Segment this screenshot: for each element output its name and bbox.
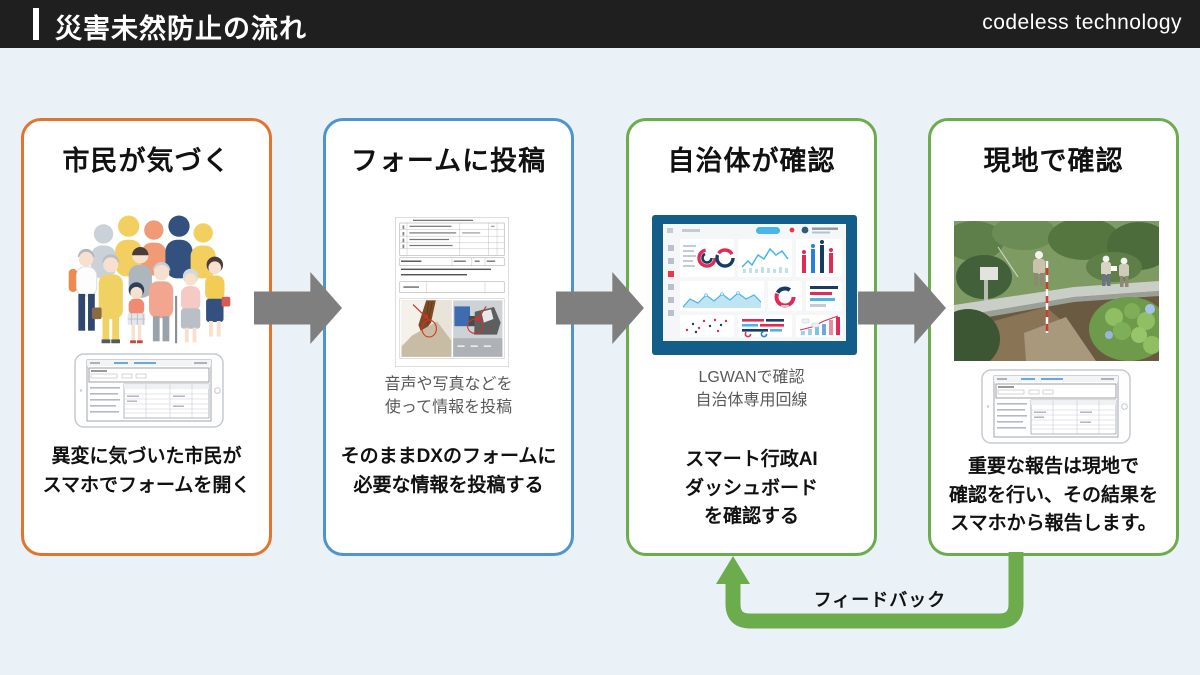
ai-dashboard-icon [652, 215, 857, 355]
report-document-icon [395, 217, 509, 367]
feedback-arrow-icon [716, 552, 1024, 629]
step-caption: LGWANで確認 自治体専用回線 [695, 369, 808, 410]
site-inspection-icon [954, 221, 1159, 361]
step-title: 現地で確認 [983, 146, 1124, 176]
feedback-label: フィードバック [813, 590, 947, 610]
step-title: 自治体が確認 [667, 146, 836, 176]
step-card-post-to-form: フォームに投稿 [323, 118, 574, 556]
tablet-form-image [74, 353, 224, 428]
brand-name: codeless technology [982, 11, 1182, 34]
tablet-form-icon [981, 369, 1131, 444]
step-card-citizens-notice: 市民が気づく [21, 118, 272, 556]
step-card-municipality-checks: 自治体が確認 LGWANで確認 自治体専用回線 スマート行政AI ダッシュボード… [626, 118, 877, 556]
step-card-onsite-check: 現地で確認 [928, 118, 1179, 556]
ai-dashboard-image [652, 215, 857, 355]
report-document-image [357, 217, 547, 367]
header-bar: 災害未然防止の流れ codeless technology [0, 0, 1200, 48]
tablet-form-image [981, 369, 1131, 444]
step-description: 異変に気づいた市民が スマホでフォームを開く [42, 446, 251, 496]
citizens-group-icon [68, 215, 231, 344]
step-title: フォームに投稿 [350, 146, 547, 176]
title-accent-bar [33, 8, 39, 40]
step-title: 市民が気づく [62, 146, 231, 176]
citizens-group-illustration [66, 201, 232, 351]
step-caption: 音声や写真などを 使って情報を投稿 [384, 376, 513, 417]
step-description: 重要な報告は現地で 確認を行い、その結果を スマホから報告します。 [948, 456, 1158, 534]
step-description: スマート行政AI ダッシュボード を確認する [684, 449, 818, 527]
site-inspection-photo [954, 221, 1159, 361]
step-description: そのままDXのフォームに 必要な情報を投稿する [340, 446, 557, 496]
tablet-form-icon [74, 353, 224, 428]
page-title: 災害未然防止の流れ [55, 14, 307, 44]
